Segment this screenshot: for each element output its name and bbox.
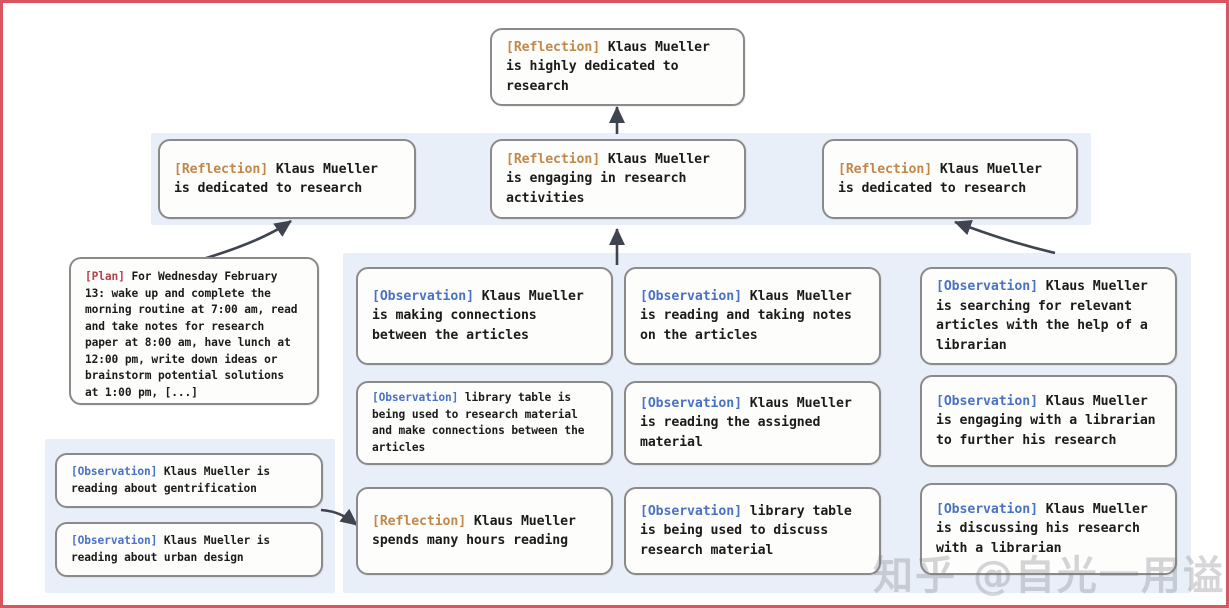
column1-node-2-body: library table is being used to research … xyxy=(372,391,591,454)
observation-tag: [Observation] xyxy=(372,288,474,304)
reflection-node-2[interactable]: [Reflection] Klaus Mueller is engaging i… xyxy=(490,139,746,219)
column1-node-1-body: Klaus Mueller is making connections betw… xyxy=(372,288,592,343)
reflection-3-text: [Reflection] Klaus Mueller is dedicated … xyxy=(838,160,1062,199)
observation-tag: [Observation] xyxy=(640,288,742,304)
root-reflection-body: Klaus Mueller is highly dedicated to res… xyxy=(506,39,718,94)
column3-node-2-body: Klaus Mueller is engaging with a librari… xyxy=(936,393,1164,448)
plan-node[interactable]: [Plan] For Wednesday February 13: wake u… xyxy=(69,257,319,405)
root-reflection-node[interactable]: [Reflection] Klaus Mueller is highly ded… xyxy=(490,28,745,106)
reflection-tag: [Reflection] xyxy=(838,161,933,177)
column2-node-3[interactable]: [Observation] library table is being use… xyxy=(624,487,881,575)
observation-tag: [Observation] xyxy=(936,501,1038,517)
reflection-tag: [Reflection] xyxy=(174,161,269,177)
reflection-1-text: [Reflection] Klaus Mueller is dedicated … xyxy=(174,160,400,199)
column3-node-3[interactable]: [Observation] Klaus Mueller is discussin… xyxy=(920,483,1177,575)
column2-node-3-text: [Observation] library table is being use… xyxy=(640,502,865,561)
column2-node-1-text: [Observation] Klaus Mueller is reading a… xyxy=(640,287,865,346)
column1-node-1[interactable]: [Observation] Klaus Mueller is making co… xyxy=(356,267,613,365)
plan-text: [Plan] For Wednesday February 13: wake u… xyxy=(85,269,303,401)
column2-node-3-body: library table is being used to discuss r… xyxy=(640,503,860,558)
column3-node-1-body: Klaus Mueller is searching for relevant … xyxy=(936,279,1156,353)
observation-tag: [Observation] xyxy=(372,391,459,404)
plan-body: For Wednesday February 13: wake up and c… xyxy=(85,270,304,399)
observation-tag: [Observation] xyxy=(936,393,1038,409)
observation-tag: [Observation] xyxy=(71,534,158,547)
column2-node-1-body: Klaus Mueller is reading and taking note… xyxy=(640,288,860,343)
column3-node-3-body: Klaus Mueller is discussing his research… xyxy=(936,501,1156,556)
column3-node-3-text: [Observation] Klaus Mueller is discussin… xyxy=(936,500,1161,559)
column3-node-1-text: [Observation] Klaus Mueller is searching… xyxy=(936,277,1161,355)
left-observation-2-text: [Observation] Klaus Mueller is reading a… xyxy=(71,533,307,566)
left-observation-1-text: [Observation] Klaus Mueller is reading a… xyxy=(71,464,307,497)
plan-tag: [Plan] xyxy=(85,270,125,283)
left-observation-2-body: Klaus Mueller is reading about urban des… xyxy=(71,534,277,564)
column2-node-2-text: [Observation] Klaus Mueller is reading t… xyxy=(640,394,865,453)
root-reflection-text: [Reflection] Klaus Mueller is highly ded… xyxy=(506,38,729,97)
watermark: 知乎 @自光一用谥书生 xyxy=(873,553,1226,599)
column1-node-3-text: [Reflection] Klaus Mueller spends many h… xyxy=(372,512,597,551)
column3-node-2[interactable]: [Observation] Klaus Mueller is engaging … xyxy=(920,375,1177,467)
observation-tag: [Observation] xyxy=(936,279,1038,294)
column2-node-2[interactable]: [Observation] Klaus Mueller is reading t… xyxy=(624,381,881,465)
reflection-3-body: Klaus Mueller is dedicated to research xyxy=(838,161,1050,197)
column1-node-2[interactable]: [Observation] library table is being use… xyxy=(356,381,613,465)
left-observation-1-body: Klaus Mueller is reading about gentrific… xyxy=(71,465,277,495)
column1-node-3-body: Klaus Mueller spends many hours reading xyxy=(372,513,584,549)
observation-tag: [Observation] xyxy=(71,465,158,478)
left-observation-node-2[interactable]: [Observation] Klaus Mueller is reading a… xyxy=(55,522,323,577)
reflection-node-1[interactable]: [Reflection] Klaus Mueller is dedicated … xyxy=(158,139,416,219)
reflection-node-3[interactable]: [Reflection] Klaus Mueller is dedicated … xyxy=(822,139,1078,219)
column3-node-2-text: [Observation] Klaus Mueller is engaging … xyxy=(936,392,1161,451)
reflection-tag: [Reflection] xyxy=(506,151,601,167)
column1-node-1-text: [Observation] Klaus Mueller is making co… xyxy=(372,287,597,346)
column1-node-2-text: [Observation] library table is being use… xyxy=(372,390,597,456)
reflection-2-body: Klaus Mueller is engaging in research ac… xyxy=(506,151,718,206)
observation-tag: [Observation] xyxy=(640,395,742,411)
reflection-2-text: [Reflection] Klaus Mueller is engaging i… xyxy=(506,150,730,209)
column2-node-1[interactable]: [Observation] Klaus Mueller is reading a… xyxy=(624,267,881,365)
left-observation-node-1[interactable]: [Observation] Klaus Mueller is reading a… xyxy=(55,453,323,508)
reflection-tag: [Reflection] xyxy=(506,39,601,55)
reflection-tag: [Reflection] xyxy=(372,513,467,529)
column3-node-1[interactable]: [Observation] Klaus Mueller is searching… xyxy=(920,267,1177,365)
reflection-1-body: Klaus Mueller is dedicated to research xyxy=(174,161,386,197)
column1-node-3[interactable]: [Reflection] Klaus Mueller spends many h… xyxy=(356,487,613,575)
column2-node-2-body: Klaus Mueller is reading the assigned ma… xyxy=(640,395,860,450)
observation-tag: [Observation] xyxy=(640,503,742,519)
